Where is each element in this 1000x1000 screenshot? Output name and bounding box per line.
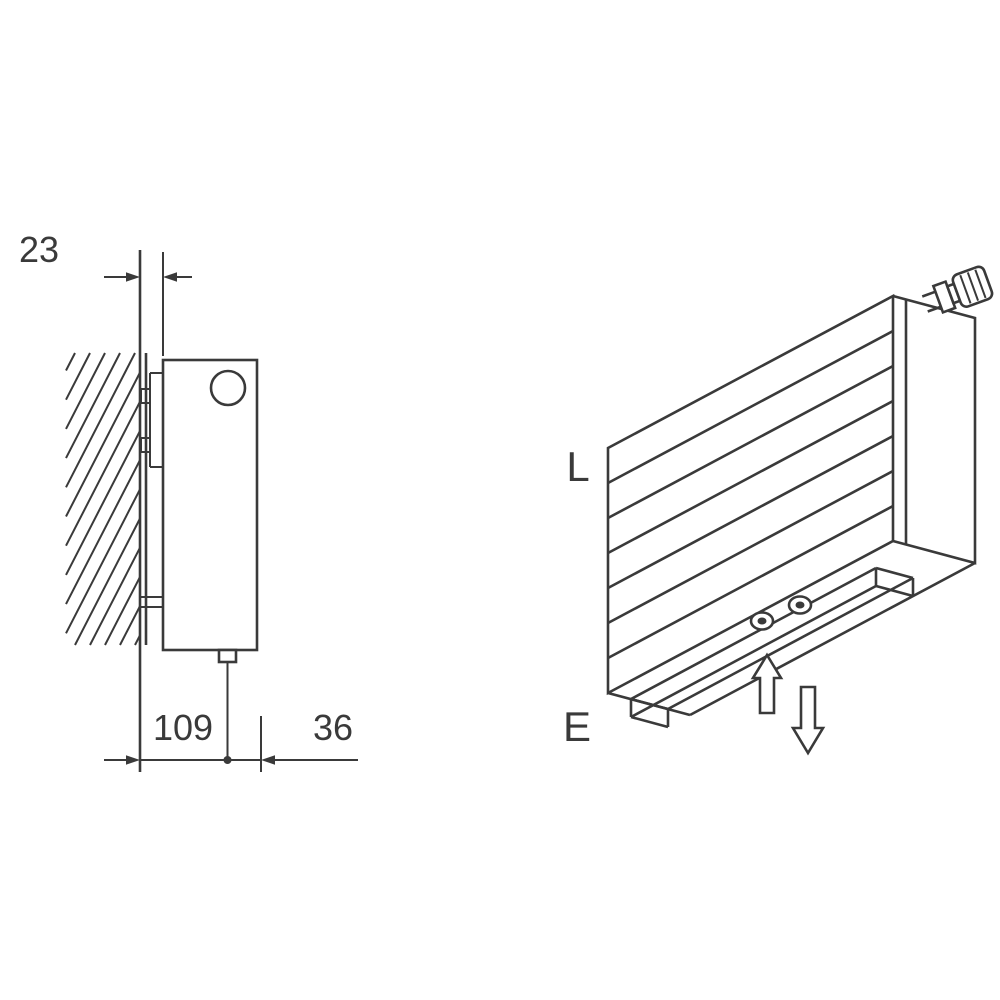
- dimension-label-wall-gap: 23: [19, 229, 59, 270]
- mounting-bracket: [140, 372, 163, 468]
- end-cap: [892, 294, 977, 565]
- thermostatic-valve: [921, 265, 994, 315]
- dimension-label-wall-to-pipe: 109: [153, 707, 213, 748]
- flow-arrow-up: [750, 652, 784, 715]
- label-length: L: [566, 443, 589, 490]
- flow-arrow-down: [790, 685, 826, 756]
- radiator-side-profile: [161, 358, 259, 652]
- wall-hatch: [65, 352, 141, 646]
- air-vent-circle: [209, 369, 247, 407]
- bottom-channel: [607, 561, 976, 729]
- wall-face-line: [138, 250, 148, 772]
- side-view: 23 109 36: [19, 229, 358, 772]
- dimension-bottom: 109 36: [104, 707, 358, 772]
- dimension-label-pipe-to-front: 36: [313, 707, 353, 748]
- dimension-wall-gap: 23: [19, 229, 192, 356]
- wall-pipe-stub: [140, 593, 163, 611]
- drain-valve: [217, 648, 238, 764]
- front-fins: [607, 329, 894, 660]
- connection-nipples: [749, 595, 813, 631]
- perspective-view: L E: [563, 265, 994, 756]
- label-entry: E: [563, 703, 591, 750]
